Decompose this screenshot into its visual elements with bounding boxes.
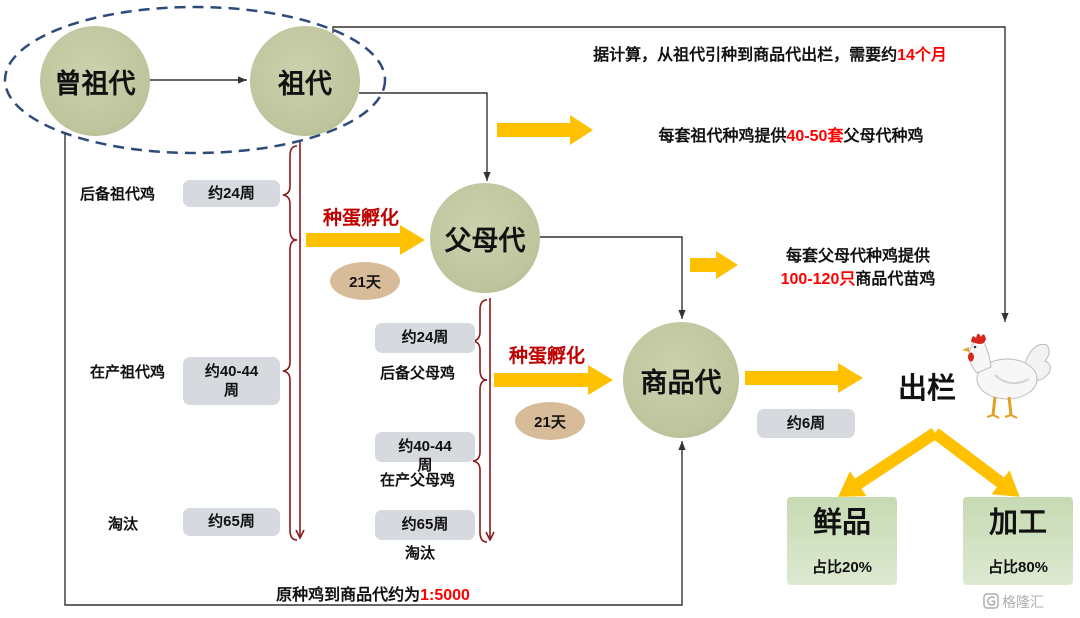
parent-brace-laying (472, 379, 488, 543)
incubation-days-text: 21天 (534, 413, 566, 431)
arrow-parent-to-commercial (540, 236, 686, 319)
gelonghui-logo-icon (983, 593, 999, 609)
split-arrow-processed (931, 428, 1020, 497)
node-grandparent: 祖代 (250, 26, 360, 136)
parent-yield-suffix: 商品代苗鸡 (855, 271, 936, 288)
incubation-arrow-parent (494, 365, 613, 395)
parent-yield-line2: 100-120只商品代苗鸡 (738, 268, 978, 291)
grandparent-yield-highlight: 40-50套 (786, 128, 844, 145)
yield-arrow-parent (690, 251, 738, 279)
grandparent-stage-duration: 约24周 (183, 180, 280, 207)
outcome-fresh-share: 占比20% (811, 559, 873, 576)
node-commercial-label: 商品代 (640, 367, 722, 398)
grandparent-stage-label: 后备祖代鸡 (80, 186, 156, 203)
grandparent-yield-note: 每套祖代种鸡提供40-50套父母代种鸡 (621, 122, 961, 146)
outcome-fresh-title: 鲜品 (812, 507, 871, 539)
commercial-grow-out-duration: 约6周 (757, 409, 855, 438)
incubation-label-parent: 种蛋孵化 (509, 346, 586, 367)
parent-stage-duration-text: 约40-44周 (398, 438, 452, 474)
arrow-breeder-to-commercial-loop (64, 134, 686, 606)
arrow-grandparent-to-slaughter (332, 26, 1009, 322)
incubation-days-text: 21天 (349, 273, 381, 291)
parent-stage-duration: 约65周 (375, 510, 475, 540)
parent-yield-line1: 每套父母代种鸡提供 (785, 248, 930, 265)
parent-stage-label: 后备父母鸡 (380, 365, 456, 382)
grandparent-brace-rearing (282, 145, 298, 241)
ratio-text: 原种鸡到商品代约为 (276, 587, 421, 604)
watermark-text: 格隆汇 (1002, 594, 1044, 610)
parent-stage-label: 在产父母鸡 (380, 472, 456, 489)
outcome-fresh-box: 鲜品 占比20% (787, 497, 897, 585)
grandparent-yield-suffix: 父母代种鸡 (843, 128, 924, 145)
grandparent-stage-label: 在产祖代鸡 (90, 364, 166, 381)
total-time-text: 据计算，从祖代引种到商品代出栏，需要约 (593, 47, 898, 64)
grandparent-stage-duration-text: 约40-44周 (204, 363, 259, 399)
node-parent: 父母代 (430, 183, 540, 293)
parent-stage-label: 淘汰 (405, 545, 436, 562)
ratio-note: 原种鸡到商品代约为1:5000 (223, 581, 523, 605)
chicken-image (962, 333, 1051, 419)
incubation-arrow-grandparent (306, 225, 425, 255)
grandparent-yield-text: 每套祖代种鸡提供 (658, 128, 787, 145)
incubation-label-grandparent: 种蛋孵化 (323, 208, 400, 229)
yield-arrow-grandparent (497, 115, 593, 145)
split-arrow-fresh (838, 427, 939, 497)
node-grandparent-label: 祖代 (278, 68, 332, 99)
outcome-processed-box: 加工 占比80% (963, 497, 1073, 585)
slaughter-label: 出栏 (898, 373, 957, 405)
outcome-processed-share: 占比80% (987, 559, 1049, 576)
total-time-note: 据计算，从祖代引种到商品代出栏，需要约14个月 (560, 41, 980, 65)
grandparent-stage-label: 淘汰 (108, 516, 139, 533)
arrow-commercial-to-slaughter (745, 363, 863, 393)
grandparent-stage-duration: 约40-44周 (183, 357, 280, 405)
incubation-days-parent: 21天 (515, 402, 585, 440)
grandparent-stage-duration: 约65周 (183, 508, 280, 536)
incubation-days-grandparent: 21天 (330, 262, 400, 300)
ratio-highlight: 1:5000 (420, 587, 470, 604)
parent-yield-note: 每套父母代种鸡提供 100-120只商品代苗鸡 (738, 245, 978, 291)
parent-stage-duration: 约24周 (375, 323, 475, 353)
grandparent-brace-laying (282, 239, 298, 541)
node-great-grandparent-label: 曾祖代 (54, 68, 136, 99)
node-parent-label: 父母代 (444, 225, 526, 256)
arrow-grandparent-to-parent (359, 92, 491, 181)
node-great-grandparent: 曾祖代 (40, 26, 150, 136)
total-time-highlight: 14个月 (897, 47, 947, 64)
parent-brace-rearing (472, 299, 488, 381)
node-commercial: 商品代 (623, 322, 739, 438)
parent-yield-highlight: 100-120只 (780, 271, 856, 288)
outcome-processed-title: 加工 (988, 507, 1047, 539)
breeder-stock-dashed-ellipse (3, 5, 387, 155)
parent-stage-duration: 约40-44周 (375, 432, 475, 474)
